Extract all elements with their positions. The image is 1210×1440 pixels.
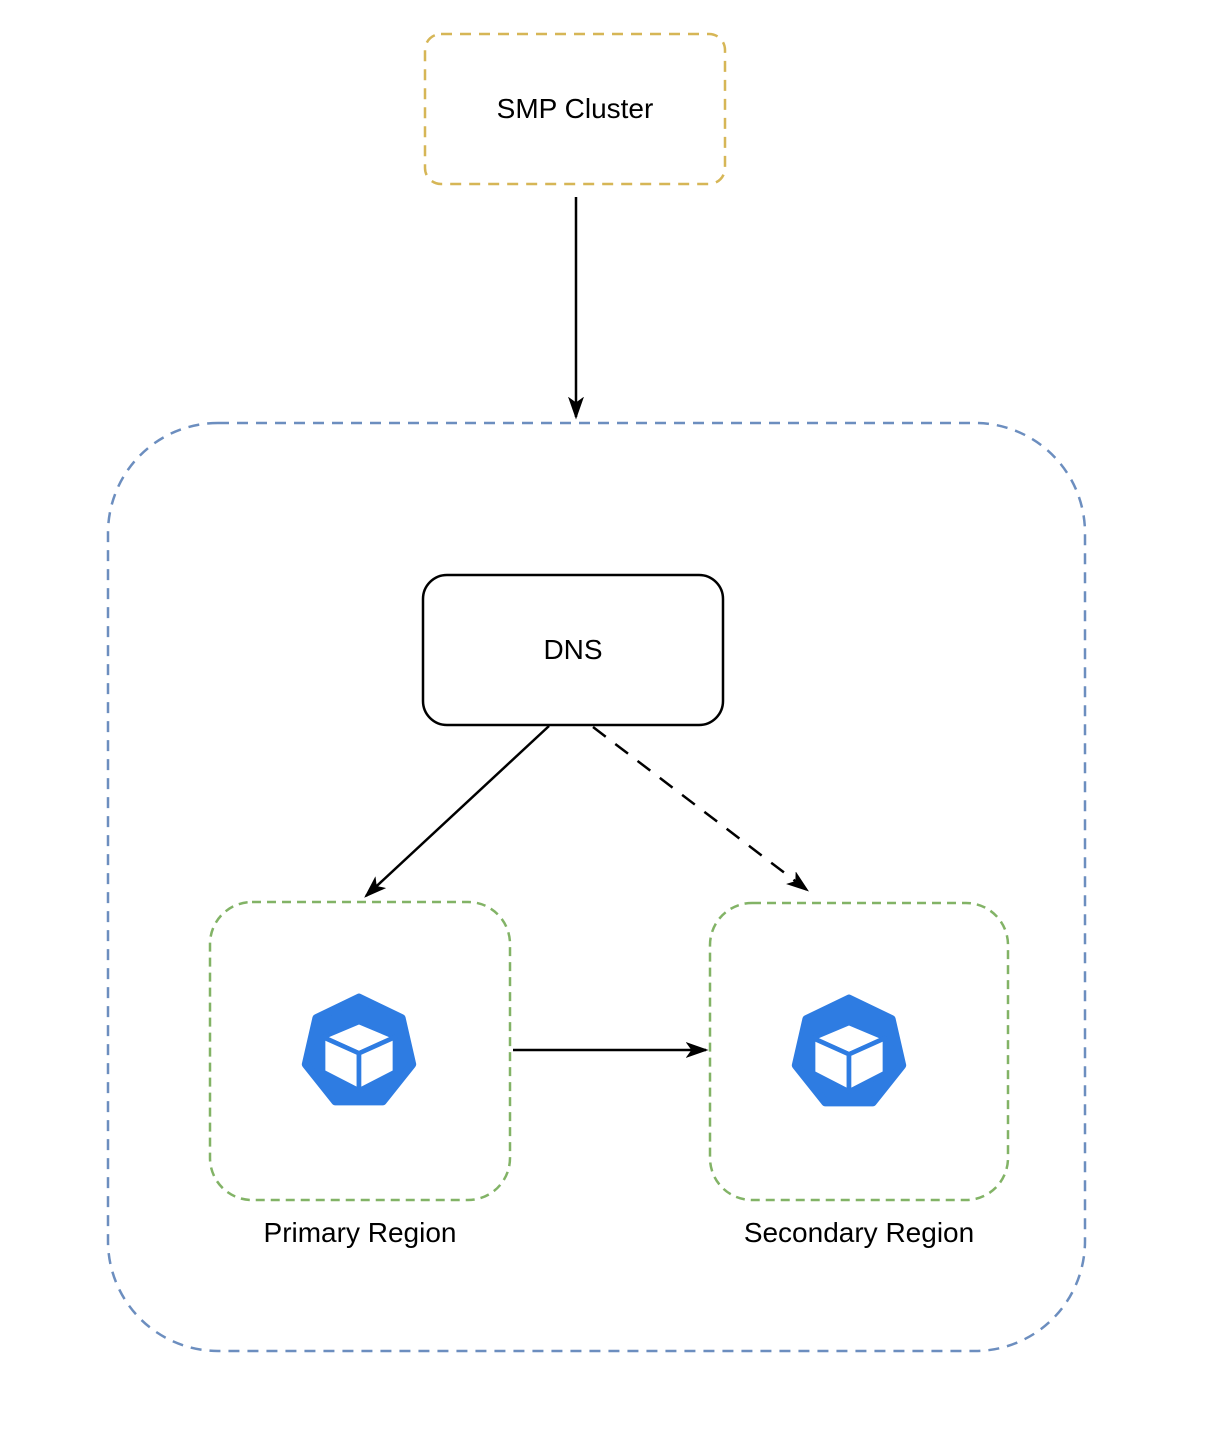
cluster-cube-icon xyxy=(791,994,907,1107)
cluster-cube-icon xyxy=(301,993,417,1106)
dns-node xyxy=(421,573,725,727)
cube-right-face xyxy=(356,1034,398,1093)
edge-dns-to-secondary xyxy=(592,726,807,890)
dns-zone-container xyxy=(106,421,1087,1353)
secondary-region-label: Secondary Region xyxy=(743,1217,975,1248)
edge-dns-to-primary xyxy=(366,725,550,896)
smp-cluster-node xyxy=(423,32,727,186)
cube-right-face xyxy=(846,1035,888,1094)
dns-label: DNS xyxy=(543,634,603,666)
primary-region-label: Primary Region xyxy=(263,1217,457,1248)
smp-cluster-label: SMP Cluster xyxy=(496,93,654,125)
